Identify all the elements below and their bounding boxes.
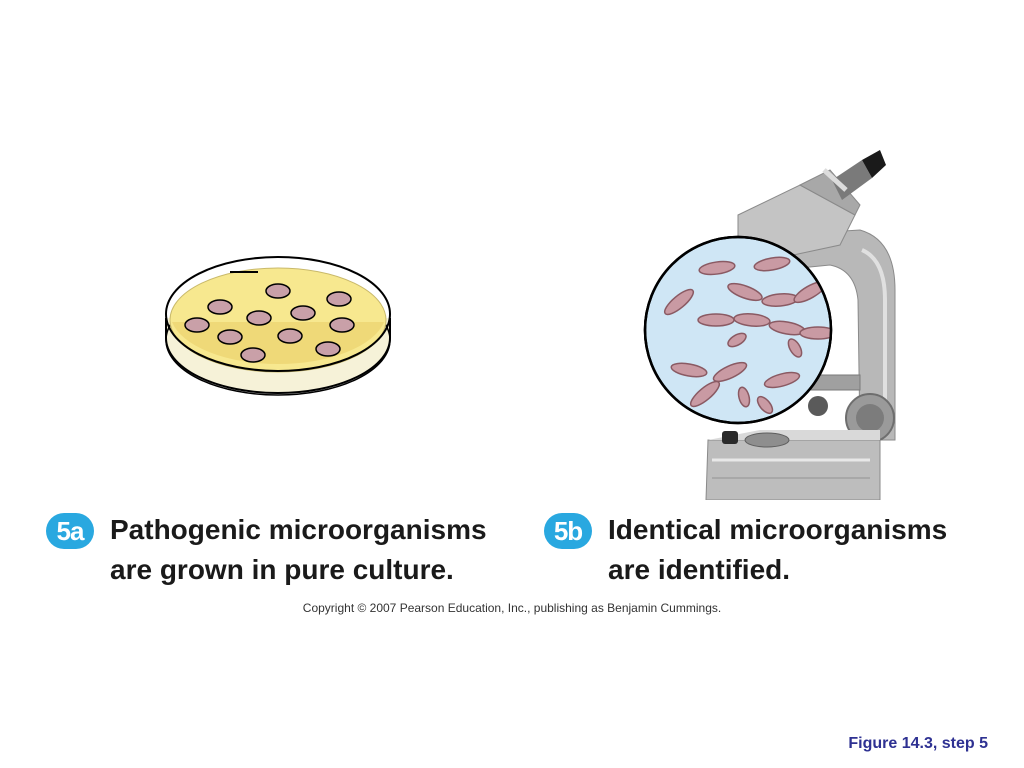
colony bbox=[315, 341, 341, 357]
bacterium bbox=[756, 395, 774, 415]
bacterium bbox=[670, 362, 708, 378]
bacterium bbox=[763, 371, 801, 389]
colony bbox=[240, 347, 266, 363]
bacterium bbox=[733, 313, 771, 327]
colony bbox=[246, 310, 272, 326]
bacterium bbox=[663, 288, 695, 316]
bacterium bbox=[698, 260, 736, 276]
bacterium bbox=[689, 380, 721, 408]
caption-line: are identified. bbox=[608, 554, 791, 585]
step-badge-5b: 5b bbox=[544, 513, 592, 549]
bacterium bbox=[753, 256, 791, 272]
bacterium bbox=[737, 386, 751, 408]
bacterium bbox=[727, 282, 763, 302]
bacteria-cells bbox=[663, 256, 830, 415]
step-caption-5b: Identical microorganisms are identified. bbox=[608, 510, 947, 590]
colony bbox=[184, 317, 210, 333]
caption-line: Pathogenic microorganisms bbox=[110, 514, 487, 545]
colony bbox=[207, 299, 233, 315]
figure-label: Figure 14.3, step 5 bbox=[848, 735, 988, 752]
colony bbox=[290, 305, 316, 321]
illustration bbox=[165, 150, 896, 500]
copyright-notice: Copyright © 2007 Pearson Education, Inc.… bbox=[302, 601, 722, 615]
caption-line: are grown in pure culture. bbox=[110, 554, 454, 585]
magnified-field bbox=[643, 235, 833, 425]
bacterium bbox=[799, 326, 830, 340]
bacterium bbox=[712, 361, 748, 383]
petri-dish bbox=[165, 256, 391, 396]
colony bbox=[326, 291, 352, 307]
colony bbox=[265, 283, 291, 299]
step-badge-5a: 5a bbox=[46, 513, 94, 549]
bacterium bbox=[727, 332, 747, 348]
step-caption-5a: Pathogenic microorganisms are grown in p… bbox=[110, 510, 487, 590]
microscope bbox=[705, 150, 896, 500]
colony bbox=[277, 328, 303, 344]
colony bbox=[217, 329, 243, 345]
caption-line: Identical microorganisms bbox=[608, 514, 948, 545]
colony bbox=[329, 317, 355, 333]
bacterial-colonies bbox=[184, 283, 355, 363]
bacterium bbox=[697, 313, 735, 327]
bacterium bbox=[787, 338, 803, 358]
